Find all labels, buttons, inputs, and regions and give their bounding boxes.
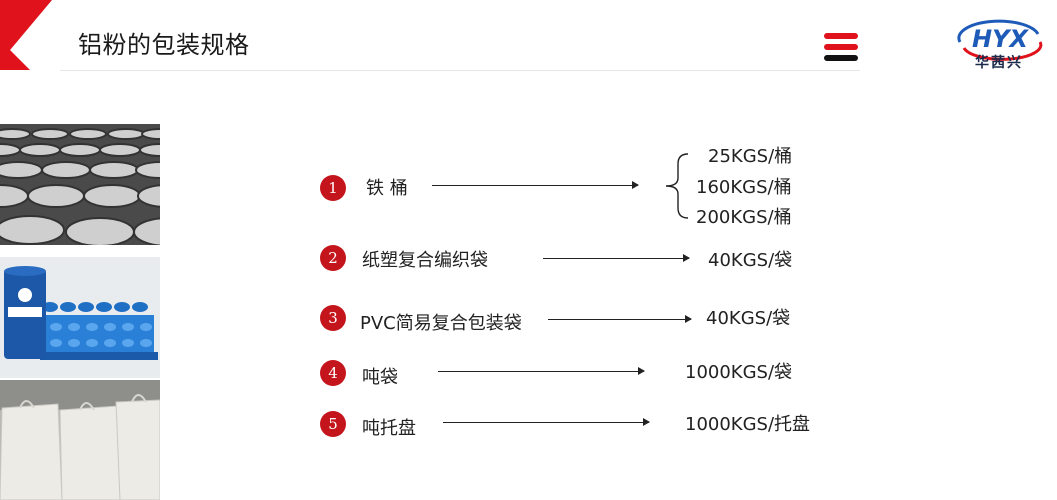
spec-value: 1000KGS/袋 [685,362,793,383]
ton-bags-photo [0,380,160,500]
menu-icon[interactable] [824,33,858,61]
spec-label-iron-drum: 铁 桶 [366,178,408,199]
spec-label-pvc-bag: PVC简易复合包装袋 [360,313,522,334]
header-divider [60,70,860,71]
spec-value: 160KGS/桶 [696,177,792,198]
spec-number-badge: 2 [320,245,346,271]
spec-number-badge: 3 [320,305,346,331]
spec-number-badge: 4 [320,360,346,386]
spec-value: 40KGS/袋 [708,250,793,271]
spec-number-badge: 1 [320,175,346,201]
spec-label-ton-pallet: 吨托盘 [362,418,416,439]
page-title: 铝粉的包装规格 [78,31,250,59]
spec-value: 1000KGS/托盘 [685,414,811,435]
arrow-icon [432,181,639,189]
arrow-icon [548,315,692,323]
logo-icon: HYX [957,19,1043,61]
logo-text: HYX [972,25,1029,53]
plastic-barrels-photo [0,257,160,378]
arrow-icon [438,367,645,375]
spec-label-ton-bag: 吨袋 [362,367,398,388]
spec-value: 200KGS/桶 [696,207,792,228]
spec-value: 40KGS/袋 [706,308,791,329]
corner-accent-shape [0,0,52,70]
iron-drums-photo [0,124,160,245]
arrow-icon [543,254,690,262]
logo-name: 华茜兴 [975,55,1023,71]
spec-number-badge: 5 [320,411,346,437]
arrow-icon [443,418,650,426]
spec-value: 25KGS/桶 [708,146,793,167]
brace-icon [665,153,689,219]
spec-label-woven-bag: 纸塑复合编织袋 [362,250,488,271]
